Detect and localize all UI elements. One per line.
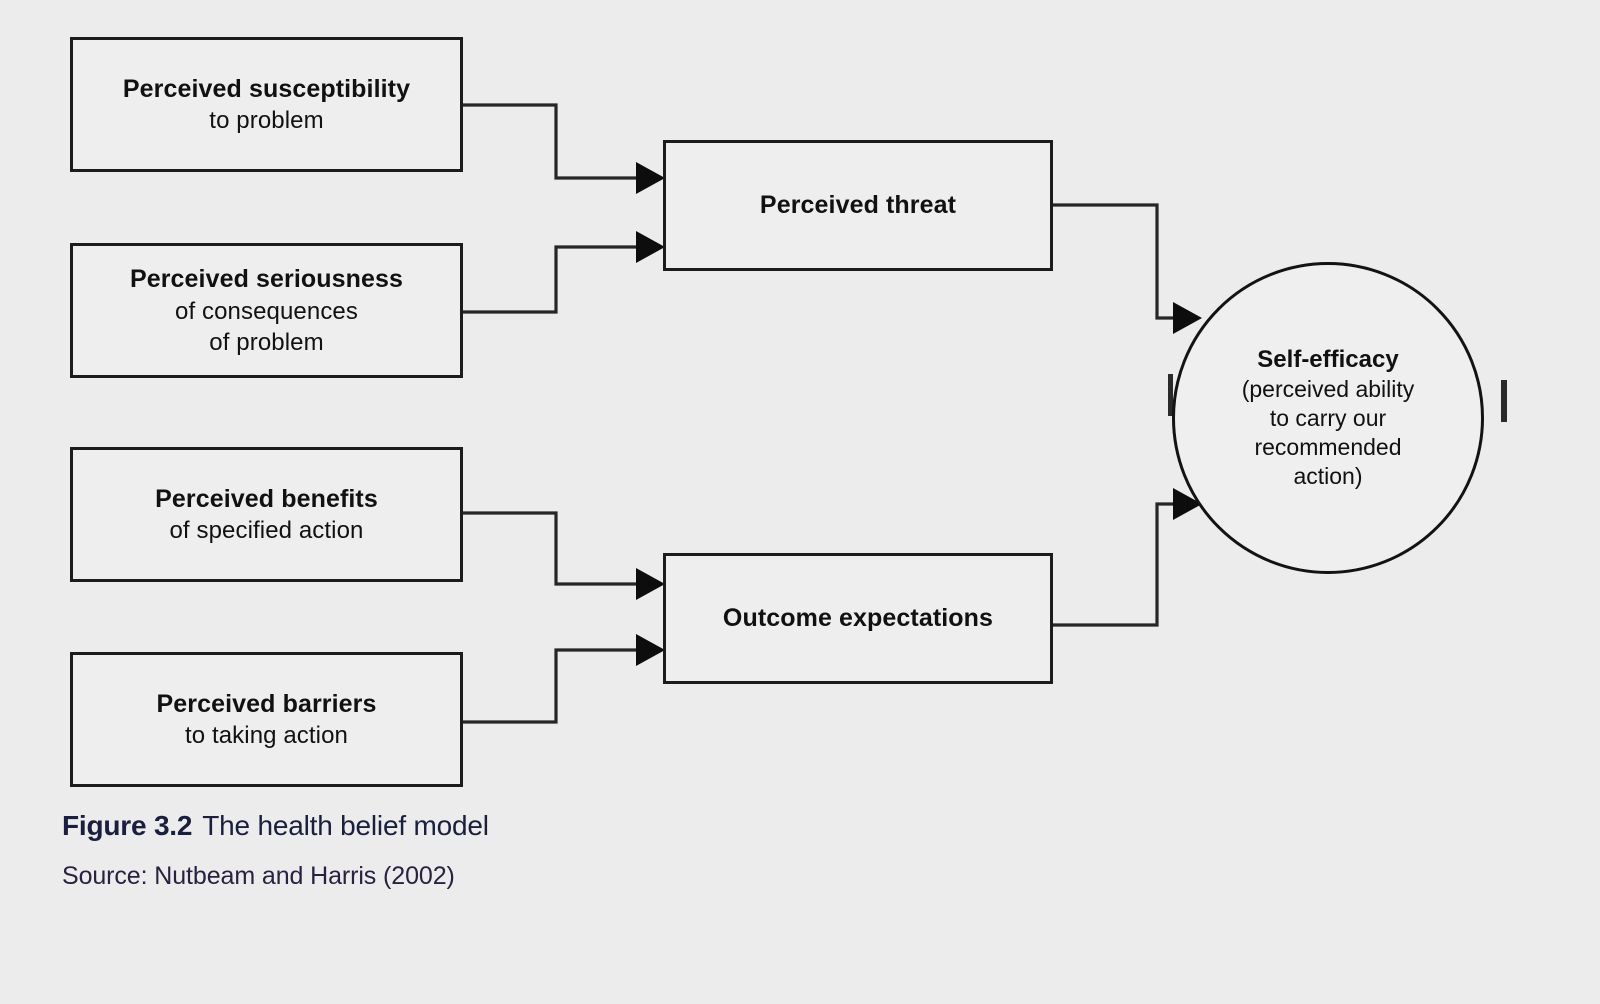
node-detail-line-1: (perceived ability <box>1241 376 1415 403</box>
node-detail-line-3: recommended <box>1254 434 1402 461</box>
edge-susceptibility-to-threat <box>463 103 665 194</box>
figure-number: Figure 3.2 <box>62 810 193 841</box>
node-title: Perceived susceptibility <box>122 74 411 103</box>
figure-caption: Figure 3.2 The health belief model <box>62 810 962 842</box>
node-perceived-benefits[interactable]: Perceived benefits of specified action <box>70 447 463 582</box>
figure-caption-block: Figure 3.2 The health belief model Source… <box>62 810 962 891</box>
node-perceived-barriers[interactable]: Perceived barriers to taking action <box>70 652 463 787</box>
node-title: Self-efficacy <box>1257 345 1399 373</box>
node-perceived-threat[interactable]: Perceived threat <box>663 140 1053 271</box>
node-title: Perceived seriousness <box>129 265 404 294</box>
node-subtitle: to taking action <box>184 722 349 750</box>
node-title: Outcome expectations <box>722 604 994 633</box>
node-subtitle: to problem <box>209 107 324 135</box>
node-subtitle-line-1: of consequences <box>175 297 358 325</box>
figure-source: Source: Nutbeam and Harris (2002) <box>62 862 455 890</box>
node-title: Perceived benefits <box>155 484 378 513</box>
stray-mark-right <box>1501 380 1507 422</box>
node-title: Perceived barriers <box>156 689 377 718</box>
node-perceived-seriousness[interactable]: Perceived seriousness of consequences of… <box>70 243 463 378</box>
node-self-efficacy[interactable]: Self-efficacy (perceived ability to carr… <box>1172 262 1484 574</box>
node-detail-line-2: to carry our <box>1269 405 1387 432</box>
edge-barriers-to-outcome <box>463 634 665 724</box>
node-detail-line-4: action) <box>1293 463 1363 490</box>
node-subtitle: of specified action <box>169 517 364 545</box>
node-outcome-expectations[interactable]: Outcome expectations <box>663 553 1053 684</box>
node-subtitle-line-2: of problem <box>209 328 324 356</box>
edge-seriousness-to-threat <box>463 231 665 314</box>
figure-title: The health belief model <box>202 810 489 841</box>
edge-benefits-to-outcome <box>463 511 665 600</box>
edge-threat-to-self-efficacy <box>1053 203 1202 334</box>
edge-outcome-to-self-efficacy <box>1053 488 1202 627</box>
node-title: Perceived threat <box>759 191 957 220</box>
node-perceived-susceptibility[interactable]: Perceived susceptibility to problem <box>70 37 463 172</box>
